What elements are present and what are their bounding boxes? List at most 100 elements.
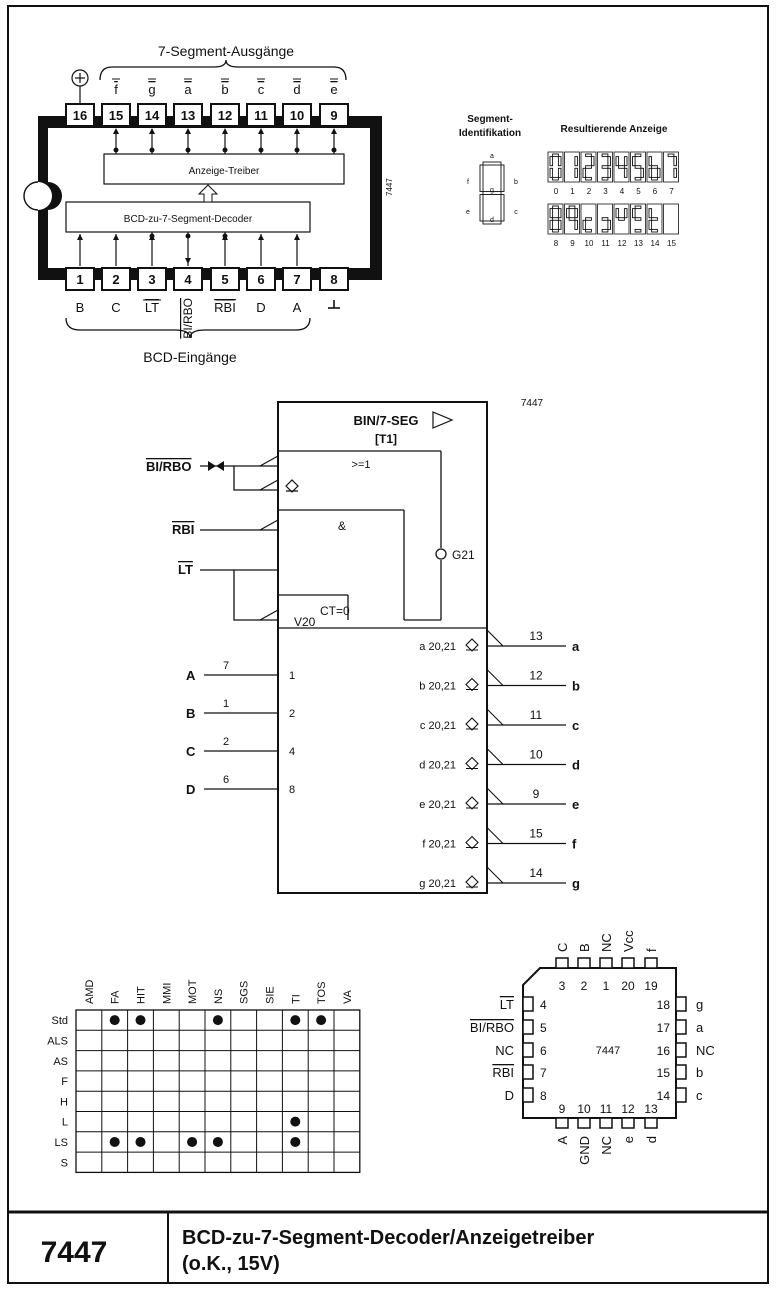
open-collector-symbol	[285, 479, 299, 493]
plcc-pin	[644, 1117, 658, 1129]
segment-g	[552, 217, 559, 221]
display-number: 13	[634, 239, 643, 248]
availability-dot	[212, 1015, 223, 1026]
dip-pin-label: d	[293, 82, 300, 97]
plcc-pin	[522, 1064, 534, 1080]
segment-b	[574, 156, 578, 167]
segment-c	[623, 167, 628, 178]
segment-a	[568, 205, 576, 210]
output-pin-number: 9	[533, 787, 540, 801]
seven-segment-digit	[646, 203, 663, 235]
plcc-pin	[621, 957, 635, 969]
dip-internal-wires	[77, 128, 337, 266]
display-number: 10	[585, 239, 594, 248]
output-name: f	[572, 837, 577, 852]
vendor-column-header: NS	[213, 989, 225, 1004]
display-number: 4	[620, 187, 625, 196]
logic-header-triangle	[432, 411, 454, 429]
rbi-label: RBI	[172, 522, 194, 537]
plcc-pin-number: 20	[621, 979, 635, 993]
dip-pin-box	[246, 267, 276, 291]
output-mark	[486, 708, 504, 726]
family-row-header: S	[61, 1157, 68, 1169]
digit-frame	[613, 203, 630, 235]
dip-output-arrow	[113, 128, 119, 134]
segment-b	[500, 164, 505, 192]
dip-pin-number: 2	[112, 272, 119, 287]
availability-dot	[135, 1136, 146, 1147]
footer-part-number: 7447	[41, 1236, 108, 1269]
dip-junction	[149, 147, 155, 153]
dip-pin-label: A	[293, 300, 302, 315]
plcc-pin-name: c	[696, 1088, 703, 1103]
plcc-pin-name: NC	[599, 933, 614, 952]
dip-pin-number: 4	[184, 272, 192, 287]
vendor-column-header: TI	[290, 994, 302, 1004]
output-label: a 20,21	[419, 641, 456, 653]
dip-pin-label: f	[114, 82, 118, 97]
output-pin-number: 11	[530, 708, 543, 722]
segment-c	[673, 167, 677, 178]
plcc-pin	[522, 1087, 534, 1103]
plcc-pinout: 7447 3C2B1NC20Vcc19f4LT5BI/RBO6NC7RBI8D1…	[470, 930, 715, 1165]
dip-pin-label: c	[258, 82, 265, 97]
segment-a	[601, 153, 609, 158]
dip-pin-label: g	[148, 82, 155, 97]
input-pin-number: 7	[223, 660, 229, 672]
display-number: 12	[618, 239, 627, 248]
driver-block	[103, 153, 345, 185]
digit-frame	[646, 151, 663, 183]
plcc-center-label: 7447	[596, 1045, 620, 1057]
dip-pin-box	[65, 267, 95, 291]
bi-rbo-arrow-out	[216, 461, 224, 471]
plcc-pin-number: 15	[657, 1066, 671, 1080]
vendor-column-header: AMD	[84, 980, 96, 1005]
dip-pin-label: ⊥	[334, 329, 335, 331]
plcc-pin-name: C	[555, 943, 570, 952]
segment-g	[618, 217, 625, 221]
segment-b	[623, 156, 628, 167]
availability-dot	[290, 1136, 301, 1147]
dip-pin-box	[319, 103, 349, 127]
dip-output-arrow	[331, 128, 337, 134]
segment-d	[634, 176, 642, 181]
segment-d	[634, 228, 642, 233]
segment-d	[585, 176, 592, 181]
vendor-column-header: FA	[110, 990, 122, 1004]
seven-segment-digit	[580, 203, 597, 235]
family-row-header: ALS	[47, 1035, 68, 1047]
dip-pin-label: C	[111, 300, 120, 315]
plcc-pin-name: D	[505, 1088, 514, 1103]
plcc-pin-number: 2	[581, 979, 588, 993]
segment-d	[601, 228, 609, 233]
vendor-column-header: MOT	[187, 979, 199, 1004]
plcc-pin	[675, 1042, 687, 1058]
segment-ident-title-2: Identifikation	[459, 128, 521, 139]
dip-pin-number: 6	[257, 272, 264, 287]
bi-rbo-loop	[233, 466, 278, 491]
dip-pin-number: 1	[76, 272, 83, 287]
availability-dot	[316, 1015, 327, 1026]
input-name: C	[186, 744, 196, 759]
output-name: g	[572, 876, 580, 891]
plcc-pin-name: a	[696, 1020, 704, 1035]
display-number: 8	[554, 239, 559, 248]
digit-frame	[547, 151, 564, 183]
plcc-pin-number: 18	[657, 998, 671, 1012]
display-number: 5	[636, 187, 641, 196]
dip-input-arrow	[294, 234, 300, 240]
segment-c	[640, 167, 644, 178]
segment-e	[549, 219, 554, 230]
display-number: 11	[601, 239, 610, 248]
decoder-block	[65, 201, 311, 233]
display-number: 2	[587, 187, 592, 196]
dip-junction	[222, 233, 228, 239]
seven-segment-digit	[547, 203, 564, 235]
plcc-pin-number: 17	[657, 1021, 671, 1035]
seven-segment-digit	[580, 151, 597, 183]
segment-letter: b	[514, 179, 518, 186]
